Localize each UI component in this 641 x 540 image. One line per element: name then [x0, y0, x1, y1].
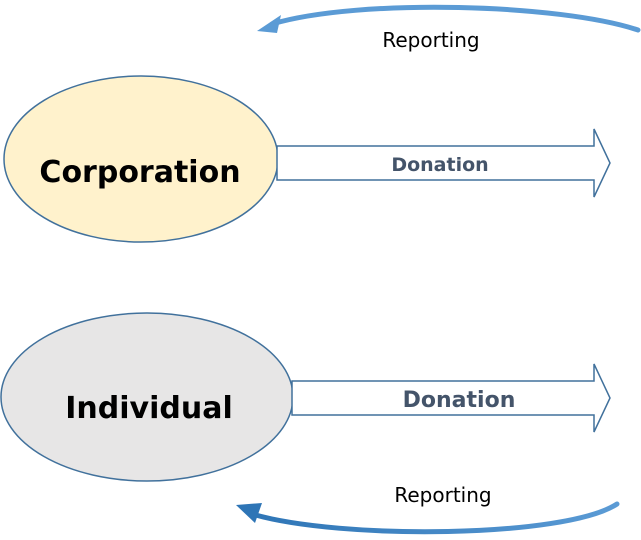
- bottom-reporting-arrow: [236, 501, 620, 535]
- bottom-reporting-label: Reporting: [394, 483, 491, 507]
- corporation-donation-arrow: [276, 128, 611, 198]
- individual-label: Individual: [65, 391, 232, 426]
- corporation-donation-label: Donation: [391, 154, 488, 176]
- top-reporting-label: Reporting: [382, 28, 479, 52]
- top-reporting-arrow: [257, 4, 641, 33]
- individual-donation-arrow: [291, 363, 611, 433]
- corporation-label: Corporation: [39, 155, 240, 190]
- individual-donation-label: Donation: [403, 388, 516, 413]
